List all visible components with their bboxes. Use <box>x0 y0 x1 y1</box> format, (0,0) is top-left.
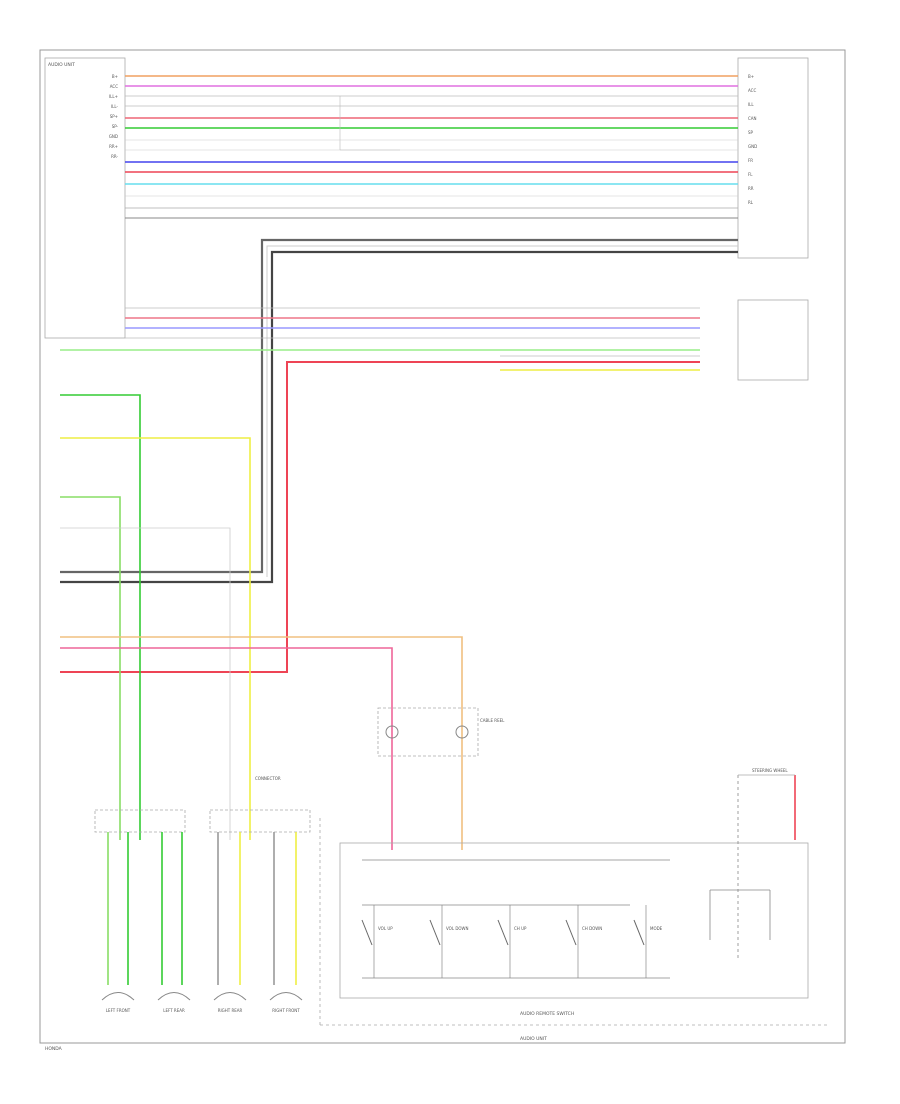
steering-switch-box <box>339 842 809 999</box>
switch-group-label: AUDIO REMOTE SWITCH <box>520 1011 574 1017</box>
wire-red-long <box>60 361 700 673</box>
speaker-symbol <box>157 992 191 1001</box>
right-pin-label: B+ <box>748 74 754 79</box>
wire-orange-low <box>60 636 463 850</box>
speaker-connector-2 <box>209 809 311 833</box>
mute-sensor-label: CABLE REEL <box>480 718 505 723</box>
outer-frame <box>39 49 846 1044</box>
right-pin-label: SP <box>748 130 754 135</box>
speaker-symbol <box>213 992 247 1001</box>
reel-contact-1 <box>385 725 399 739</box>
right-pin-labels: B+ ACC ILL CAN SP GND FR FL RR RL <box>748 74 757 205</box>
right-pin-label: RL <box>748 200 754 205</box>
switch-label: MODE <box>650 926 663 931</box>
switch-label: VOL UP <box>378 926 393 931</box>
head-unit-box <box>44 57 126 339</box>
speaker-label: RIGHT REAR <box>218 1008 243 1013</box>
right-pin-label: GND <box>748 144 757 149</box>
speaker-wires <box>107 832 297 985</box>
cable-reel-box <box>377 707 479 757</box>
wire-pink-low <box>60 647 393 850</box>
wire-lightgreen-left <box>60 496 121 840</box>
right-pin-label: FL <box>748 172 753 177</box>
switch-label: CH DOWN <box>582 926 602 931</box>
speaker-label: RIGHT FRONT <box>272 1008 300 1013</box>
switch-labels: VOL UP VOL DOWN CH UP CH DOWN MODE <box>378 926 663 931</box>
speaker-label: LEFT REAR <box>163 1008 185 1013</box>
switch-label: CH UP <box>514 926 527 931</box>
left-pin-label: SP+ <box>110 114 118 119</box>
left-pin-label: B+ <box>112 74 118 79</box>
switch-group <box>361 905 647 978</box>
right-pin-label: RR <box>748 186 754 191</box>
left-pin-label: ACC <box>110 84 118 89</box>
switch-contact <box>429 919 441 946</box>
left-pin-label: RR+ <box>109 144 118 149</box>
switch-contact <box>565 919 577 946</box>
switch-label: VOL DOWN <box>446 926 469 931</box>
speaker-label: LEFT FRONT <box>106 1008 131 1013</box>
head-unit-label: AUDIO UNIT <box>48 62 75 68</box>
right-pin-label: CAN <box>748 116 757 121</box>
switch-contact <box>361 919 373 946</box>
cable-light-1 <box>266 245 738 577</box>
right-connector-box <box>737 57 809 259</box>
left-pin-label: RR- <box>111 154 118 159</box>
reel-contact-2 <box>455 725 469 739</box>
speaker-group: LEFT FRONT LEFT REAR RIGHT REAR RIGHT FRONT <box>101 992 303 1013</box>
left-pin-label: ILL- <box>111 104 119 109</box>
speaker-symbol <box>269 992 303 1001</box>
left-pin-label: GND <box>109 134 118 139</box>
switch-contact <box>497 919 509 946</box>
right-pin-label: FR <box>748 158 753 163</box>
footer-label: AUDIO UNIT <box>520 1036 547 1042</box>
left-pin-label: SP- <box>112 124 119 129</box>
speaker-connector-1 <box>94 809 186 833</box>
switch-contact <box>633 919 645 946</box>
speaker-symbol <box>101 992 135 1001</box>
steering-label: STEERING WHEEL <box>752 768 788 773</box>
right-pin-label: ILL <box>748 102 754 107</box>
wire-yellow-left <box>60 437 251 840</box>
right-pin-label: ACC <box>748 88 756 93</box>
right-module-box <box>737 299 809 381</box>
left-pin-labels: B+ ACC ILL+ ILL- SP+ SP- GND RR+ RR- <box>109 74 119 159</box>
left-pin-label: ILL+ <box>109 94 118 99</box>
wire-green-left <box>60 394 141 840</box>
cable-dark-1 <box>60 238 738 574</box>
wire-gray-left <box>60 527 231 840</box>
cable-dark-2 <box>60 250 738 584</box>
corner-label: HONDA <box>45 1046 63 1052</box>
connector-label: CONNECTOR <box>255 776 281 781</box>
